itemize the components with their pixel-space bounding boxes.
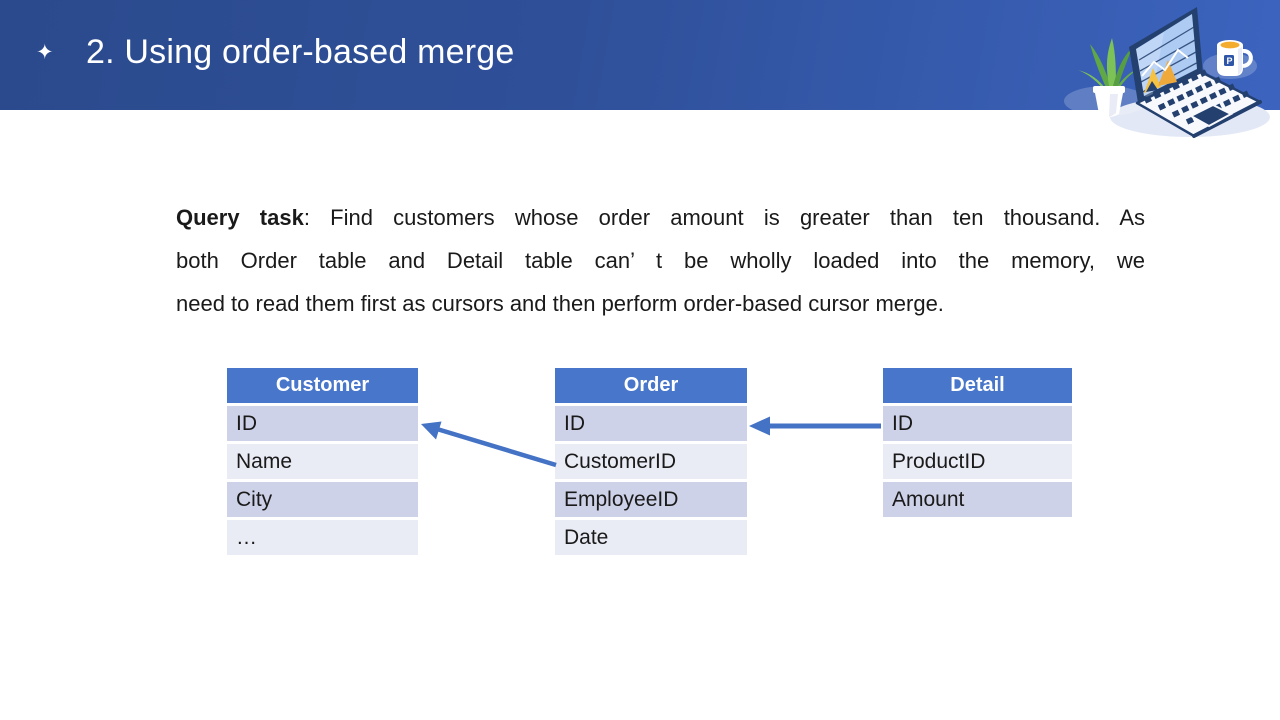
table-row: ID (883, 406, 1072, 441)
paragraph-line-3: need to read them first as cursors and t… (176, 291, 944, 316)
table-row: Name (227, 444, 418, 479)
order-table-header: Order (555, 368, 747, 403)
table-row: Amount (883, 482, 1072, 517)
paragraph-line-1: : Find customers whose order amount is g… (303, 205, 1145, 230)
table-row: … (227, 520, 418, 555)
paragraph-line-2: both Order table and Detail table can’ t… (176, 248, 1145, 273)
detail-table: Detail ID ProductID Amount (883, 368, 1072, 517)
query-task-paragraph: Query task: Find customers whose order a… (176, 196, 1145, 325)
customer-table-header: Customer (227, 368, 418, 403)
arrow-order-to-customer (421, 421, 557, 468)
arrow-head-icon (421, 421, 442, 440)
arrow-head-icon (749, 416, 770, 436)
sparkle-icon: ✦ (36, 41, 54, 64)
table-row: ID (555, 406, 747, 441)
table-row: City (227, 482, 418, 517)
arrow-line (436, 426, 557, 468)
table-row: ID (227, 406, 418, 441)
table-row: CustomerID (555, 444, 747, 479)
page-title: 2. Using order-based merge (86, 33, 515, 71)
order-table: Order ID CustomerID EmployeeID Date (555, 368, 747, 555)
query-task-label: Query task (176, 205, 304, 230)
table-row: Date (555, 520, 747, 555)
paragraph-line: Query task: Find customers whose order a… (176, 196, 1145, 239)
table-row: EmployeeID (555, 482, 747, 517)
customer-table: Customer ID Name City … (227, 368, 418, 555)
header-band: ✦ 2. Using order-based merge (0, 0, 1280, 110)
arrow-detail-to-order (749, 416, 881, 436)
detail-table-header: Detail (883, 368, 1072, 403)
table-row: ProductID (883, 444, 1072, 479)
